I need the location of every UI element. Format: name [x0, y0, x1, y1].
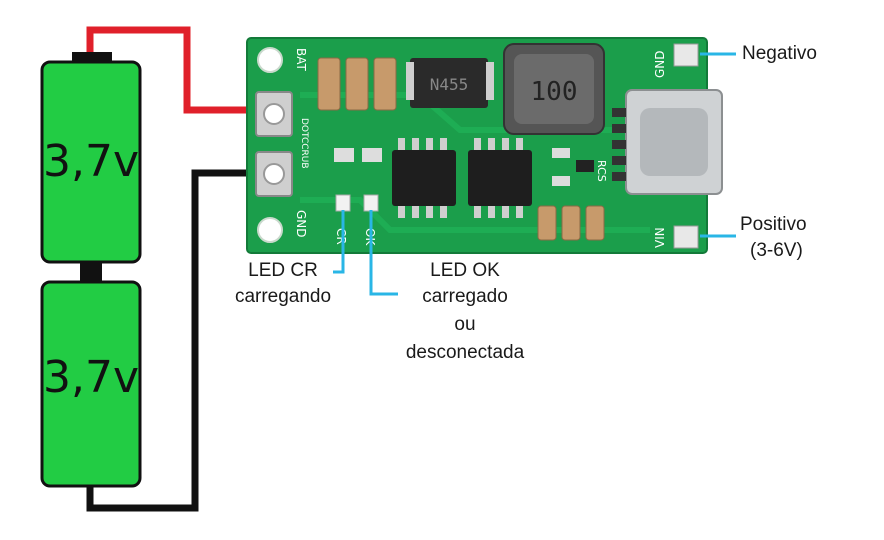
charger-board: N455 100 — [246, 37, 723, 254]
silk-vin: VIN — [653, 227, 667, 248]
battery-bottom: 3,7v — [40, 280, 142, 488]
silk-cr: CR — [334, 228, 348, 245]
label-positivo-range: (3-6V) — [750, 240, 803, 261]
label-led-cr-desc: carregando — [234, 286, 332, 307]
battery-link — [80, 262, 102, 284]
silk-bat: BAT — [294, 48, 308, 72]
label-positivo: Positivo — [740, 214, 807, 235]
callout-led-ok — [369, 210, 398, 296]
silk-gnd-left: GND — [294, 210, 308, 238]
battery-top: 3,7v — [40, 52, 142, 264]
ic-top-marking: N455 — [430, 75, 469, 94]
silk-dotcrub: DOTCCRUB — [299, 118, 309, 169]
label-led-ok-desc2: ou — [454, 314, 476, 335]
label-negativo: Negativo — [742, 43, 817, 64]
label-led-ok-desc1: carregado — [422, 286, 508, 307]
label-led-cr: LED CR — [248, 260, 318, 281]
inductor-marking: 100 — [531, 77, 578, 107]
label-led-ok: LED OK — [430, 260, 500, 281]
callout-led-cr — [333, 210, 345, 274]
black-wire — [86, 169, 278, 512]
battery-top-label: 3,7v — [43, 136, 139, 187]
battery-bottom-label: 3,7v — [43, 352, 139, 403]
silk-rcs: RCS — [595, 160, 608, 182]
red-wire — [86, 26, 278, 114]
silk-gnd-right: GND — [653, 50, 667, 78]
label-led-ok-desc3: desconectada — [405, 342, 525, 363]
